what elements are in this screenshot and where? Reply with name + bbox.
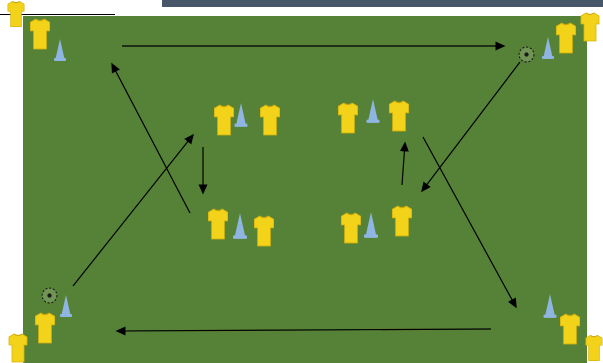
arrows	[72, 41, 521, 336]
arrow-center-right-up	[399, 141, 409, 186]
top-bar	[162, 0, 603, 7]
player-jersey-icon	[213, 104, 235, 136]
cone-icon	[234, 103, 248, 127]
cone-icon	[543, 294, 557, 318]
ball-icon	[518, 46, 535, 63]
cone-icon	[364, 212, 378, 238]
player-jersey-icon	[207, 208, 229, 240]
arrow-right-diagonal-down	[422, 136, 517, 309]
player-jersey-icon	[259, 104, 281, 136]
player-jersey-icon	[388, 100, 410, 132]
player-jersey-icon	[585, 334, 603, 362]
cone-icon	[366, 99, 380, 123]
ball-icon	[41, 287, 58, 304]
arrow-top-right-diagonal	[421, 61, 521, 193]
cone-icon	[542, 37, 554, 59]
player-jersey-icon	[559, 313, 581, 345]
player-jersey-icon	[29, 18, 51, 50]
cone-icon	[54, 39, 66, 61]
player-jersey-icon	[253, 215, 275, 247]
cone-icon	[233, 213, 247, 239]
player-jersey-icon	[7, 0, 25, 28]
arrow-left-diagonal-up	[111, 62, 191, 214]
player-jersey-icon	[340, 212, 362, 244]
top-rule	[0, 14, 115, 15]
player-jersey-icon	[8, 333, 28, 363]
cone-icon	[60, 295, 72, 317]
player-jersey-icon	[337, 102, 359, 134]
arrow-bottom	[115, 326, 492, 336]
player-jersey-icon	[555, 22, 577, 54]
player-jersey-icon	[391, 205, 413, 237]
player-jersey-icon	[580, 12, 600, 42]
player-jersey-icon	[34, 312, 56, 344]
arrow-bottom-left-diagonal	[72, 133, 194, 287]
